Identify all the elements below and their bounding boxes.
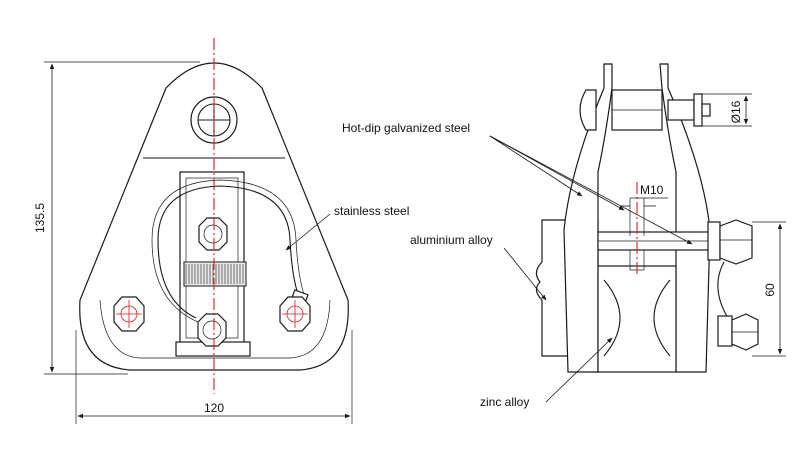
hex-bolt-top (198, 217, 228, 251)
label-aluminium-alloy: aluminium alloy (410, 233, 493, 247)
width-dimension: 120 (75, 330, 353, 424)
serrated-jaw (183, 261, 247, 287)
pulley-wheel (597, 235, 677, 373)
side-view: Ø16 M10 60 Hot-dip galvanized steel alum… (342, 63, 786, 409)
front-view: 135.5 120 stainless steel (33, 38, 409, 424)
bolt-right-top (707, 219, 753, 265)
hex-nut-left (113, 296, 145, 332)
hex-nut-right (279, 296, 311, 332)
label-stainless-steel: stainless steel (334, 204, 409, 218)
label-zinc-alloy: zinc alloy (480, 395, 529, 409)
bolt-right-bottom (717, 313, 759, 351)
width-value: 120 (204, 401, 224, 415)
side-plate-left (563, 63, 613, 373)
wheel-height-dimension: 60 (752, 221, 786, 357)
side-plate-right (659, 63, 711, 373)
label-hot-dip-galvanized-steel: Hot-dip galvanized steel (342, 121, 470, 135)
hex-bolt-bottom (197, 313, 227, 347)
pin-diameter-value: Ø16 (729, 100, 743, 123)
thread-value: M10 (640, 183, 664, 197)
wheel-height-value: 60 (763, 283, 777, 297)
height-value: 135.5 (33, 203, 47, 233)
thread-dimension: M10 (620, 183, 668, 236)
height-dimension: 135.5 (33, 61, 200, 375)
pin-diameter-dimension: Ø16 (702, 93, 752, 127)
